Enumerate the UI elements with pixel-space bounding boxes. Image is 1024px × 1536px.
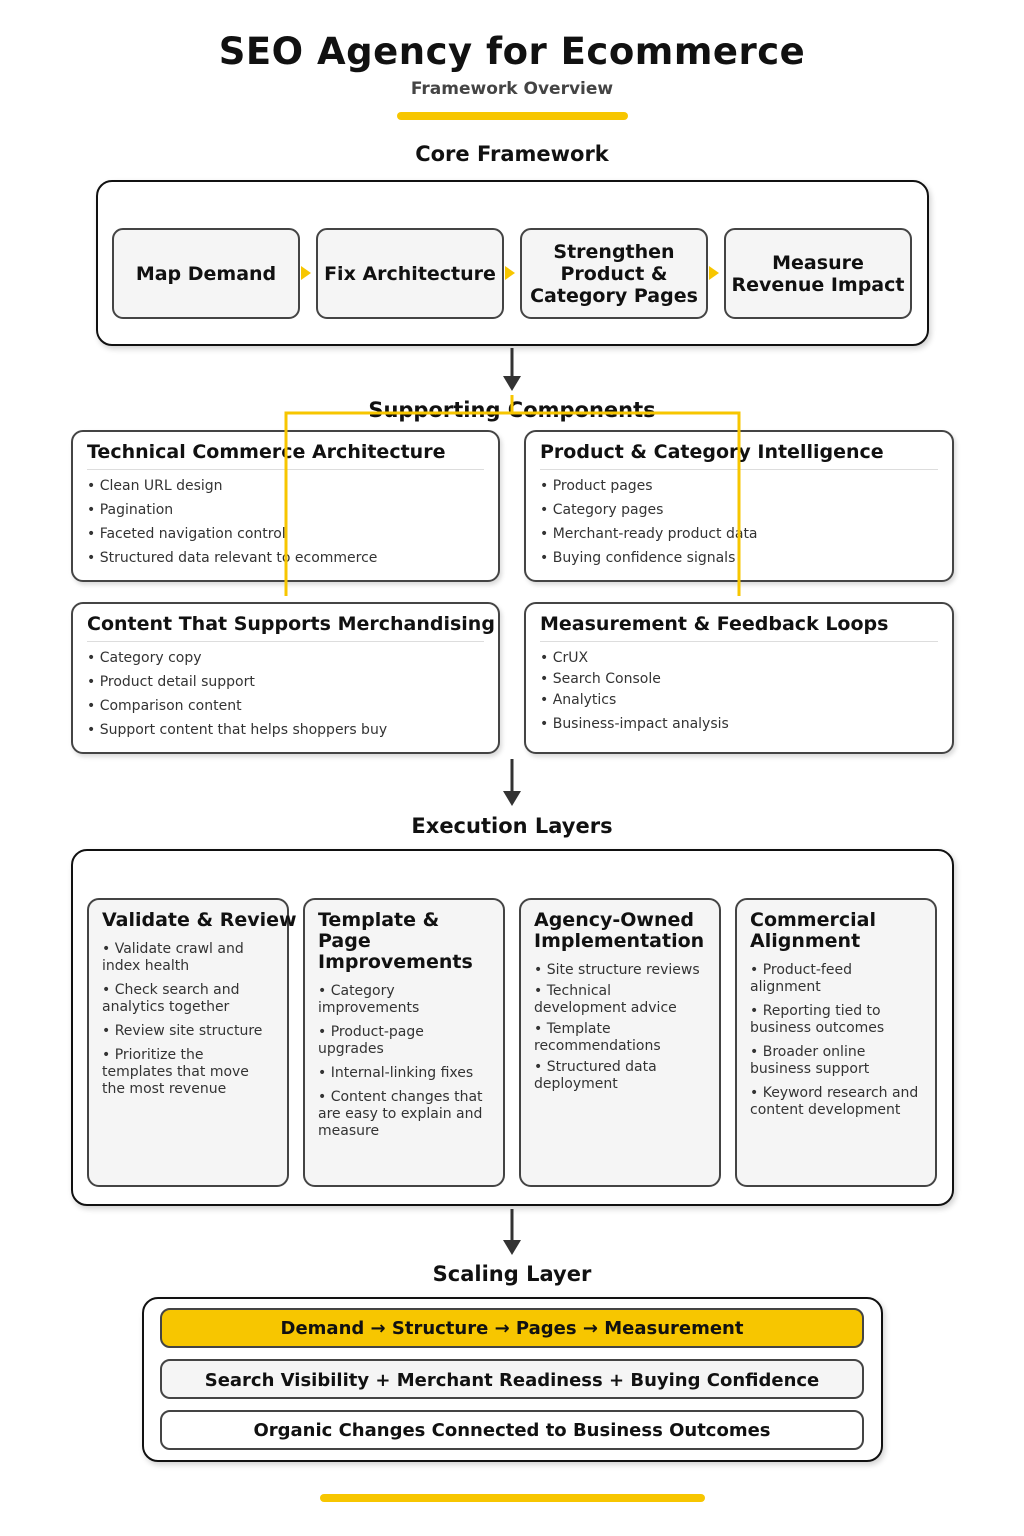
list-item: • Comparison content — [87, 698, 242, 714]
core-step-fix-architecture: Fix Architecture — [316, 228, 504, 319]
step-arrow-icon — [505, 266, 515, 280]
list-item: • Buying confidence signals — [540, 550, 736, 566]
list-item: • Review site structure — [102, 1023, 263, 1039]
yellow-connector-line — [284, 411, 741, 596]
card-measurement-feedback: Measurement & Feedback Loops • CrUX • Se… — [524, 602, 954, 754]
footer-underline — [320, 1494, 705, 1502]
execution-layers-heading: Execution Layers — [411, 814, 613, 838]
list-item: • Product-page upgrades — [318, 1024, 424, 1057]
down-arrow-icon — [503, 759, 521, 806]
list-item: • Clean URL design — [87, 478, 223, 494]
exec-column-title: Commercial Alignment — [750, 909, 876, 952]
list-item: • Business-impact analysis — [540, 716, 729, 732]
scaling-row-visibility: Search Visibility + Merchant Readiness +… — [160, 1359, 864, 1399]
list-item: • Site structure reviews — [534, 962, 700, 978]
list-item: • Category improvements — [318, 983, 420, 1016]
list-item: • Search Console — [540, 671, 661, 687]
card-title: Content That Supports Merchandising — [87, 613, 495, 642]
card-title: Measurement & Feedback Loops — [540, 613, 938, 642]
list-item: • Check search and analytics together — [102, 982, 240, 1015]
list-item: • Faceted navigation control — [87, 526, 286, 542]
list-item: • Content changes that are easy to expla… — [318, 1089, 483, 1139]
list-item: • Structured data deployment — [534, 1059, 657, 1092]
core-step-strengthen-pages: Strengthen Product & Category Pages — [520, 228, 708, 319]
list-item: • Reporting tied to business outcomes — [750, 1003, 885, 1036]
list-item: • Category pages — [540, 502, 664, 518]
list-item: • Validate crawl and index health — [102, 941, 244, 974]
scaling-row-outcomes: Organic Changes Connected to Business Ou… — [160, 1410, 864, 1450]
list-item: • Support content that helps shoppers bu… — [87, 722, 388, 738]
list-item: • Product detail support — [87, 674, 255, 690]
core-step-measure-impact: Measure Revenue Impact — [724, 228, 912, 319]
exec-column-title: Agency-Owned Implementation — [534, 909, 705, 952]
core-framework-heading: Core Framework — [415, 142, 609, 166]
card-content-merchandising: Content That Supports Merchandising • Ca… — [71, 602, 500, 754]
list-item: • Structured data relevant to ecommerce — [87, 550, 378, 566]
down-arrow-icon — [503, 1209, 521, 1255]
list-item: • CrUX — [540, 650, 589, 666]
list-item: • Prioritize the templates that move the… — [102, 1047, 249, 1097]
title-underline — [397, 112, 628, 120]
list-item: • Internal-linking fixes — [318, 1065, 474, 1081]
step-arrow-icon — [301, 266, 311, 280]
exec-column-title: Validate & Review — [102, 909, 297, 931]
list-item: • Keyword research and content developme… — [750, 1085, 919, 1118]
list-item: • Merchant-ready product data — [540, 526, 758, 542]
down-arrow-icon — [503, 348, 521, 391]
core-step-map-demand: Map Demand — [112, 228, 300, 319]
page-subtitle: Framework Overview — [410, 79, 614, 99]
list-item: • Broader online business support — [750, 1044, 870, 1077]
exec-column-validate-review: Validate & Review • Validate crawl and i… — [87, 898, 297, 1187]
scaling-row-flow: Demand → Structure → Pages → Measurement — [160, 1308, 864, 1348]
exec-column-title: Template & Page Improvements — [318, 909, 473, 973]
list-item: • Product-feed alignment — [750, 962, 852, 995]
exec-column-template-page: Template & Page Improvements • Category … — [303, 898, 505, 1187]
list-item: • Technical development advice — [534, 983, 677, 1016]
scaling-layer-heading: Scaling Layer — [432, 1262, 592, 1286]
list-item: • Pagination — [87, 502, 174, 518]
list-item: • Category copy — [87, 650, 202, 666]
list-item: • Template recommendations — [534, 1021, 661, 1054]
exec-column-commercial-alignment: Commercial Alignment • Product-feed alig… — [735, 898, 937, 1187]
step-arrow-icon — [709, 266, 719, 280]
list-item: • Analytics — [540, 692, 617, 708]
page-title: SEO Agency for Ecommerce — [218, 30, 806, 73]
list-item: • Product pages — [540, 478, 653, 494]
exec-column-agency-implementation: Agency-Owned Implementation • Site struc… — [519, 898, 721, 1187]
